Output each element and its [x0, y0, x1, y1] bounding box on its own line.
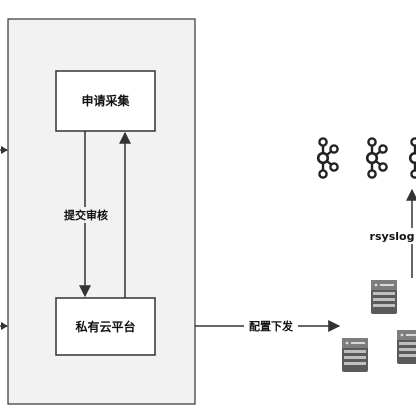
- apply-collect-label: 申请采集: [81, 93, 130, 108]
- submit-review-label: 提交审核: [64, 208, 108, 222]
- submit-review-label-bg: [60, 207, 112, 223]
- rsyslog-label: rsyslog: [370, 230, 415, 243]
- server-icon: [371, 280, 397, 314]
- private-cloud-node: [55, 297, 156, 356]
- apply-collect-node: [55, 70, 156, 132]
- server-icon: [342, 338, 368, 372]
- kafka-icon: [316, 137, 339, 179]
- config-dispatch-label: 配置下发: [249, 319, 294, 333]
- rsyslog-label-bg: [368, 228, 416, 244]
- kafka-icon: [408, 137, 416, 179]
- private-cloud-label: 私有云平台: [74, 319, 135, 334]
- config-dispatch-label-bg: [244, 318, 298, 334]
- kafka-icon: [365, 137, 388, 179]
- arrowhead-icon: [1, 146, 8, 154]
- server-icon: [397, 330, 416, 364]
- arrowhead-icon: [1, 322, 8, 330]
